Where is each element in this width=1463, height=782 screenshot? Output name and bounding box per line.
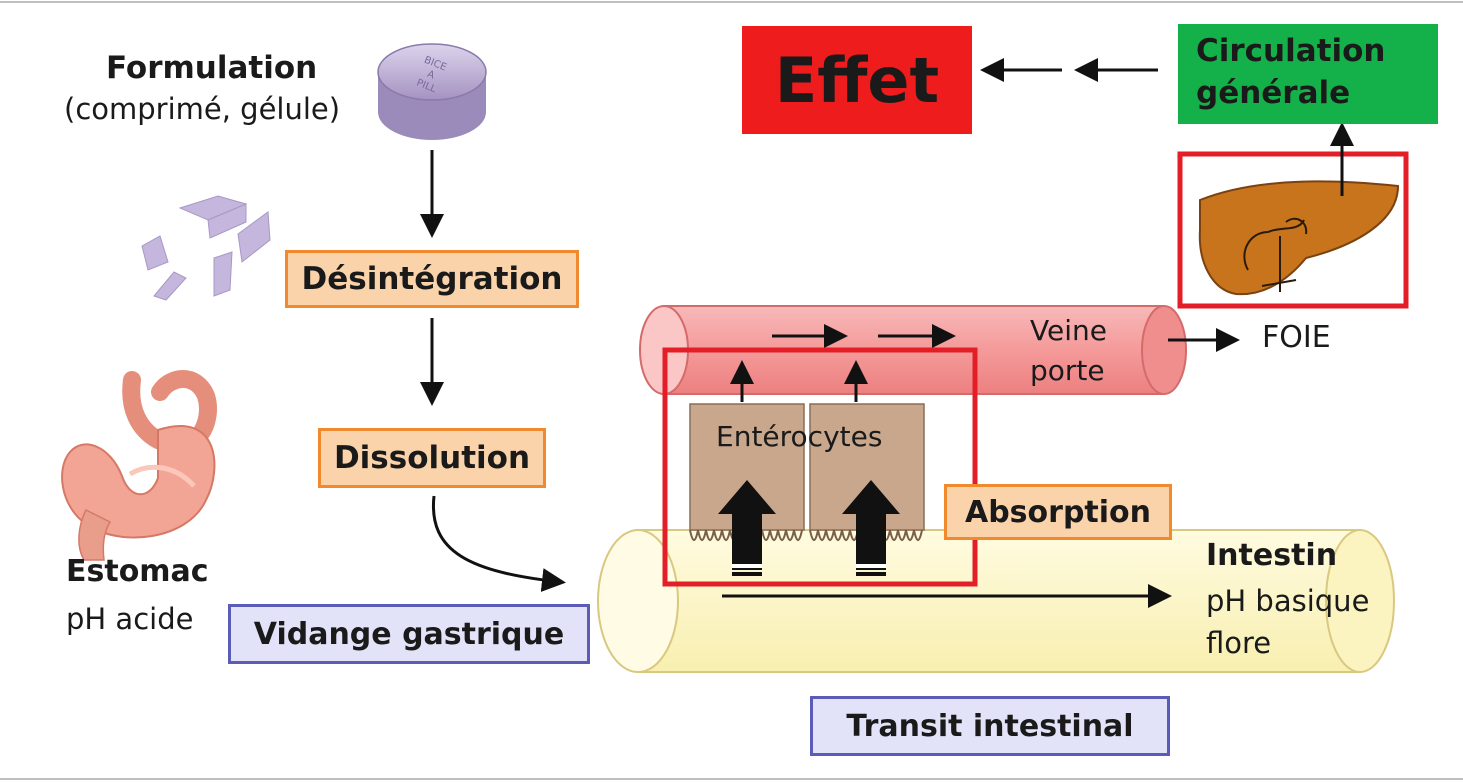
tablet-fragments-icon: [141, 195, 271, 301]
stomach-icon: [61, 370, 217, 561]
circulation-box: Circulation générale: [1178, 24, 1438, 124]
intestin-flore: flore: [1206, 626, 1272, 660]
effet-box: Effet: [742, 26, 972, 134]
vidange-gastrique-box: Vidange gastrique: [228, 604, 590, 664]
transit-intestinal-box: Transit intestinal: [810, 696, 1170, 756]
absorption-box: Absorption: [944, 484, 1172, 540]
liver-highlight-frame: [1177, 151, 1409, 309]
veine-label-line2: porte: [1030, 354, 1105, 387]
arrow-dissolution-to-intestine: [431, 495, 566, 592]
foie-label: FOIE: [1262, 320, 1331, 355]
absorption-arrow-2: [842, 480, 900, 576]
formulation-title: Formulation: [106, 50, 318, 86]
veine-label-line1: Veine: [1030, 314, 1107, 347]
estomac-title: Estomac: [66, 554, 209, 589]
dissolution-box: Dissolution: [318, 428, 546, 488]
circulation-line2: générale: [1196, 75, 1351, 111]
desintegration-box: Désintégration: [285, 250, 579, 308]
absorption-highlight-frame: [662, 347, 978, 587]
circulation-line1: Circulation: [1196, 33, 1386, 69]
intestin-ph: pH basique: [1206, 584, 1370, 618]
liver-icon: [1198, 180, 1400, 296]
enterocytes-label: Entérocytes: [716, 420, 883, 453]
intestin-title: Intestin: [1206, 538, 1338, 573]
estomac-ph: pH acide: [66, 602, 194, 636]
tablet-icon: BICE A PILL: [377, 43, 487, 140]
absorption-arrow-1: [718, 480, 776, 576]
formulation-subtitle: (comprimé, gélule): [64, 92, 341, 126]
svg-text:A: A: [425, 69, 436, 82]
